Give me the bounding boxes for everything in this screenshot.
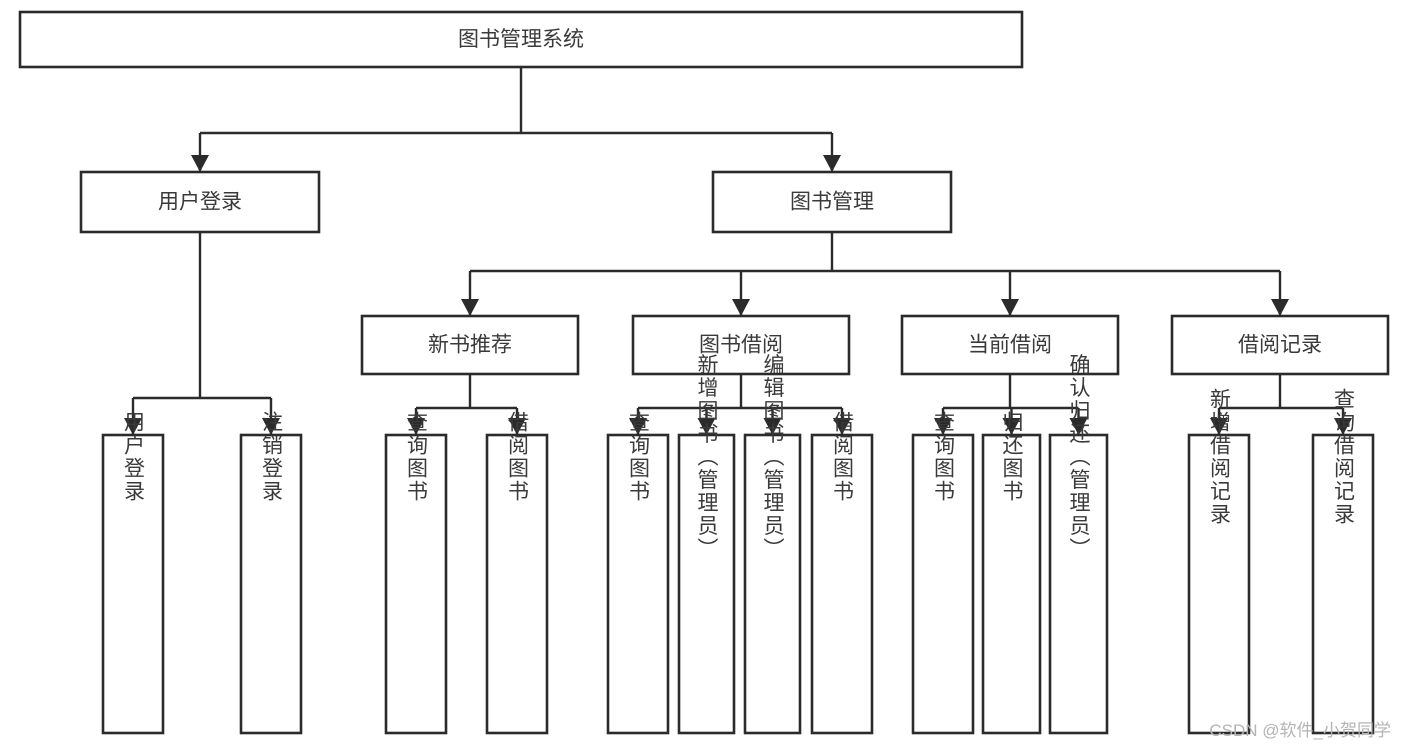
node-leaf-query-book-rec[interactable]: 查询图书: [384, 411, 448, 735]
node-box[interactable]: [743, 433, 802, 735]
arrow-head-icon: [461, 299, 479, 316]
node-label: 确认归还（管理员）: [1067, 354, 1091, 561]
node-leaf-borrow-book-rec[interactable]: 借阅图书: [485, 411, 549, 735]
node-label: 借阅图书: [831, 411, 855, 503]
node-book-manage[interactable]: 图书管理: [711, 170, 953, 234]
node-label: 编辑图书（管理员）: [761, 354, 785, 561]
node-label: 当前借阅: [968, 334, 1052, 357]
node-label: 借阅记录: [1238, 334, 1322, 357]
arrow-head-icon: [191, 155, 209, 172]
node-label: 注销登录: [260, 411, 284, 503]
node-box[interactable]: [911, 433, 975, 735]
node-box[interactable]: [810, 433, 874, 735]
node-leaf-query-book-b[interactable]: 查询图书: [606, 411, 670, 735]
node-box[interactable]: [1170, 314, 1390, 376]
node-box[interactable]: [606, 433, 670, 735]
arrow-head-icon: [763, 418, 782, 435]
node-box[interactable]: [79, 170, 321, 234]
arrow-head-icon: [508, 418, 526, 435]
node-leaf-user-login[interactable]: 用户登录: [101, 411, 165, 735]
node-leaf-borrow-book-b[interactable]: 借阅图书: [810, 411, 874, 735]
node-box[interactable]: [360, 314, 580, 376]
node-box[interactable]: [1311, 433, 1375, 735]
node-leaf-query-record[interactable]: 查询借阅记录: [1311, 388, 1375, 735]
node-leaf-edit-book[interactable]: 编辑图书（管理员）: [743, 354, 802, 735]
node-label: 查询图书: [405, 411, 429, 503]
node-box[interactable]: [981, 433, 1042, 735]
node-layer: 图书管理系统用户登录图书管理新书推荐图书借阅当前借阅借阅记录用户登录注销登录查询…: [18, 10, 1390, 735]
node-box[interactable]: [677, 433, 736, 735]
node-box[interactable]: [101, 433, 165, 735]
arrow-head-icon: [823, 155, 841, 172]
node-new-book-rec[interactable]: 新书推荐: [360, 314, 580, 376]
node-label: 用户登录: [122, 411, 146, 503]
node-box[interactable]: [18, 10, 1024, 69]
arrow-head-icon: [262, 418, 280, 435]
node-label: 新增图书（管理员）: [695, 354, 719, 561]
node-leaf-query-book-c[interactable]: 查询图书: [911, 411, 975, 735]
node-box[interactable]: [1048, 433, 1109, 735]
arrow-head-icon: [1271, 299, 1289, 316]
node-label: 图书管理系统: [458, 28, 584, 51]
arrow-head-icon: [1001, 299, 1019, 316]
node-borrow-record[interactable]: 借阅记录: [1170, 314, 1390, 376]
node-box[interactable]: [900, 314, 1120, 376]
node-box[interactable]: [631, 314, 851, 376]
node-leaf-logout[interactable]: 注销登录: [239, 411, 303, 735]
node-leaf-add-record[interactable]: 新增借阅记录: [1187, 388, 1251, 735]
watermark-label: CSDN @软件_小贺同学: [1209, 721, 1391, 740]
node-leaf-confirm-return[interactable]: 确认归还（管理员）: [1048, 354, 1109, 735]
arrow-head-icon: [1069, 418, 1088, 435]
node-current-borrow[interactable]: 当前借阅: [900, 314, 1120, 376]
node-label: 归还图书: [1000, 411, 1024, 503]
node-label: 查询图书: [627, 411, 651, 503]
arrow-head-icon: [1334, 418, 1352, 435]
arrow-head-icon: [1210, 418, 1228, 435]
node-label: 图书管理: [790, 191, 874, 214]
node-label: 新增借阅记录: [1208, 388, 1232, 526]
node-label: 查询图书: [932, 411, 956, 503]
node-label: 新书推荐: [428, 334, 512, 357]
connector-layer: [124, 67, 1352, 435]
node-box[interactable]: [384, 433, 448, 735]
node-box[interactable]: [485, 433, 549, 735]
node-label: 用户登录: [158, 191, 242, 214]
arrow-head-icon: [629, 418, 647, 435]
arrow-head-icon: [1002, 418, 1021, 435]
node-label: 借阅图书: [506, 411, 530, 503]
arrow-head-icon: [732, 299, 750, 316]
node-box[interactable]: [1187, 433, 1251, 735]
arrow-head-icon: [697, 418, 716, 435]
node-box[interactable]: [239, 433, 303, 735]
node-root[interactable]: 图书管理系统: [18, 10, 1024, 69]
arrow-head-icon: [934, 418, 952, 435]
node-book-borrow[interactable]: 图书借阅: [631, 314, 851, 376]
arrow-head-icon: [407, 418, 425, 435]
arrow-head-icon: [124, 418, 142, 435]
node-leaf-add-book[interactable]: 新增图书（管理员）: [677, 354, 736, 735]
node-box[interactable]: [711, 170, 953, 234]
node-leaf-return-book[interactable]: 归还图书: [981, 411, 1042, 735]
node-user-login[interactable]: 用户登录: [79, 170, 321, 234]
node-label: 图书借阅: [699, 334, 783, 357]
arrow-head-icon: [833, 418, 851, 435]
node-label: 查询借阅记录: [1332, 388, 1356, 526]
